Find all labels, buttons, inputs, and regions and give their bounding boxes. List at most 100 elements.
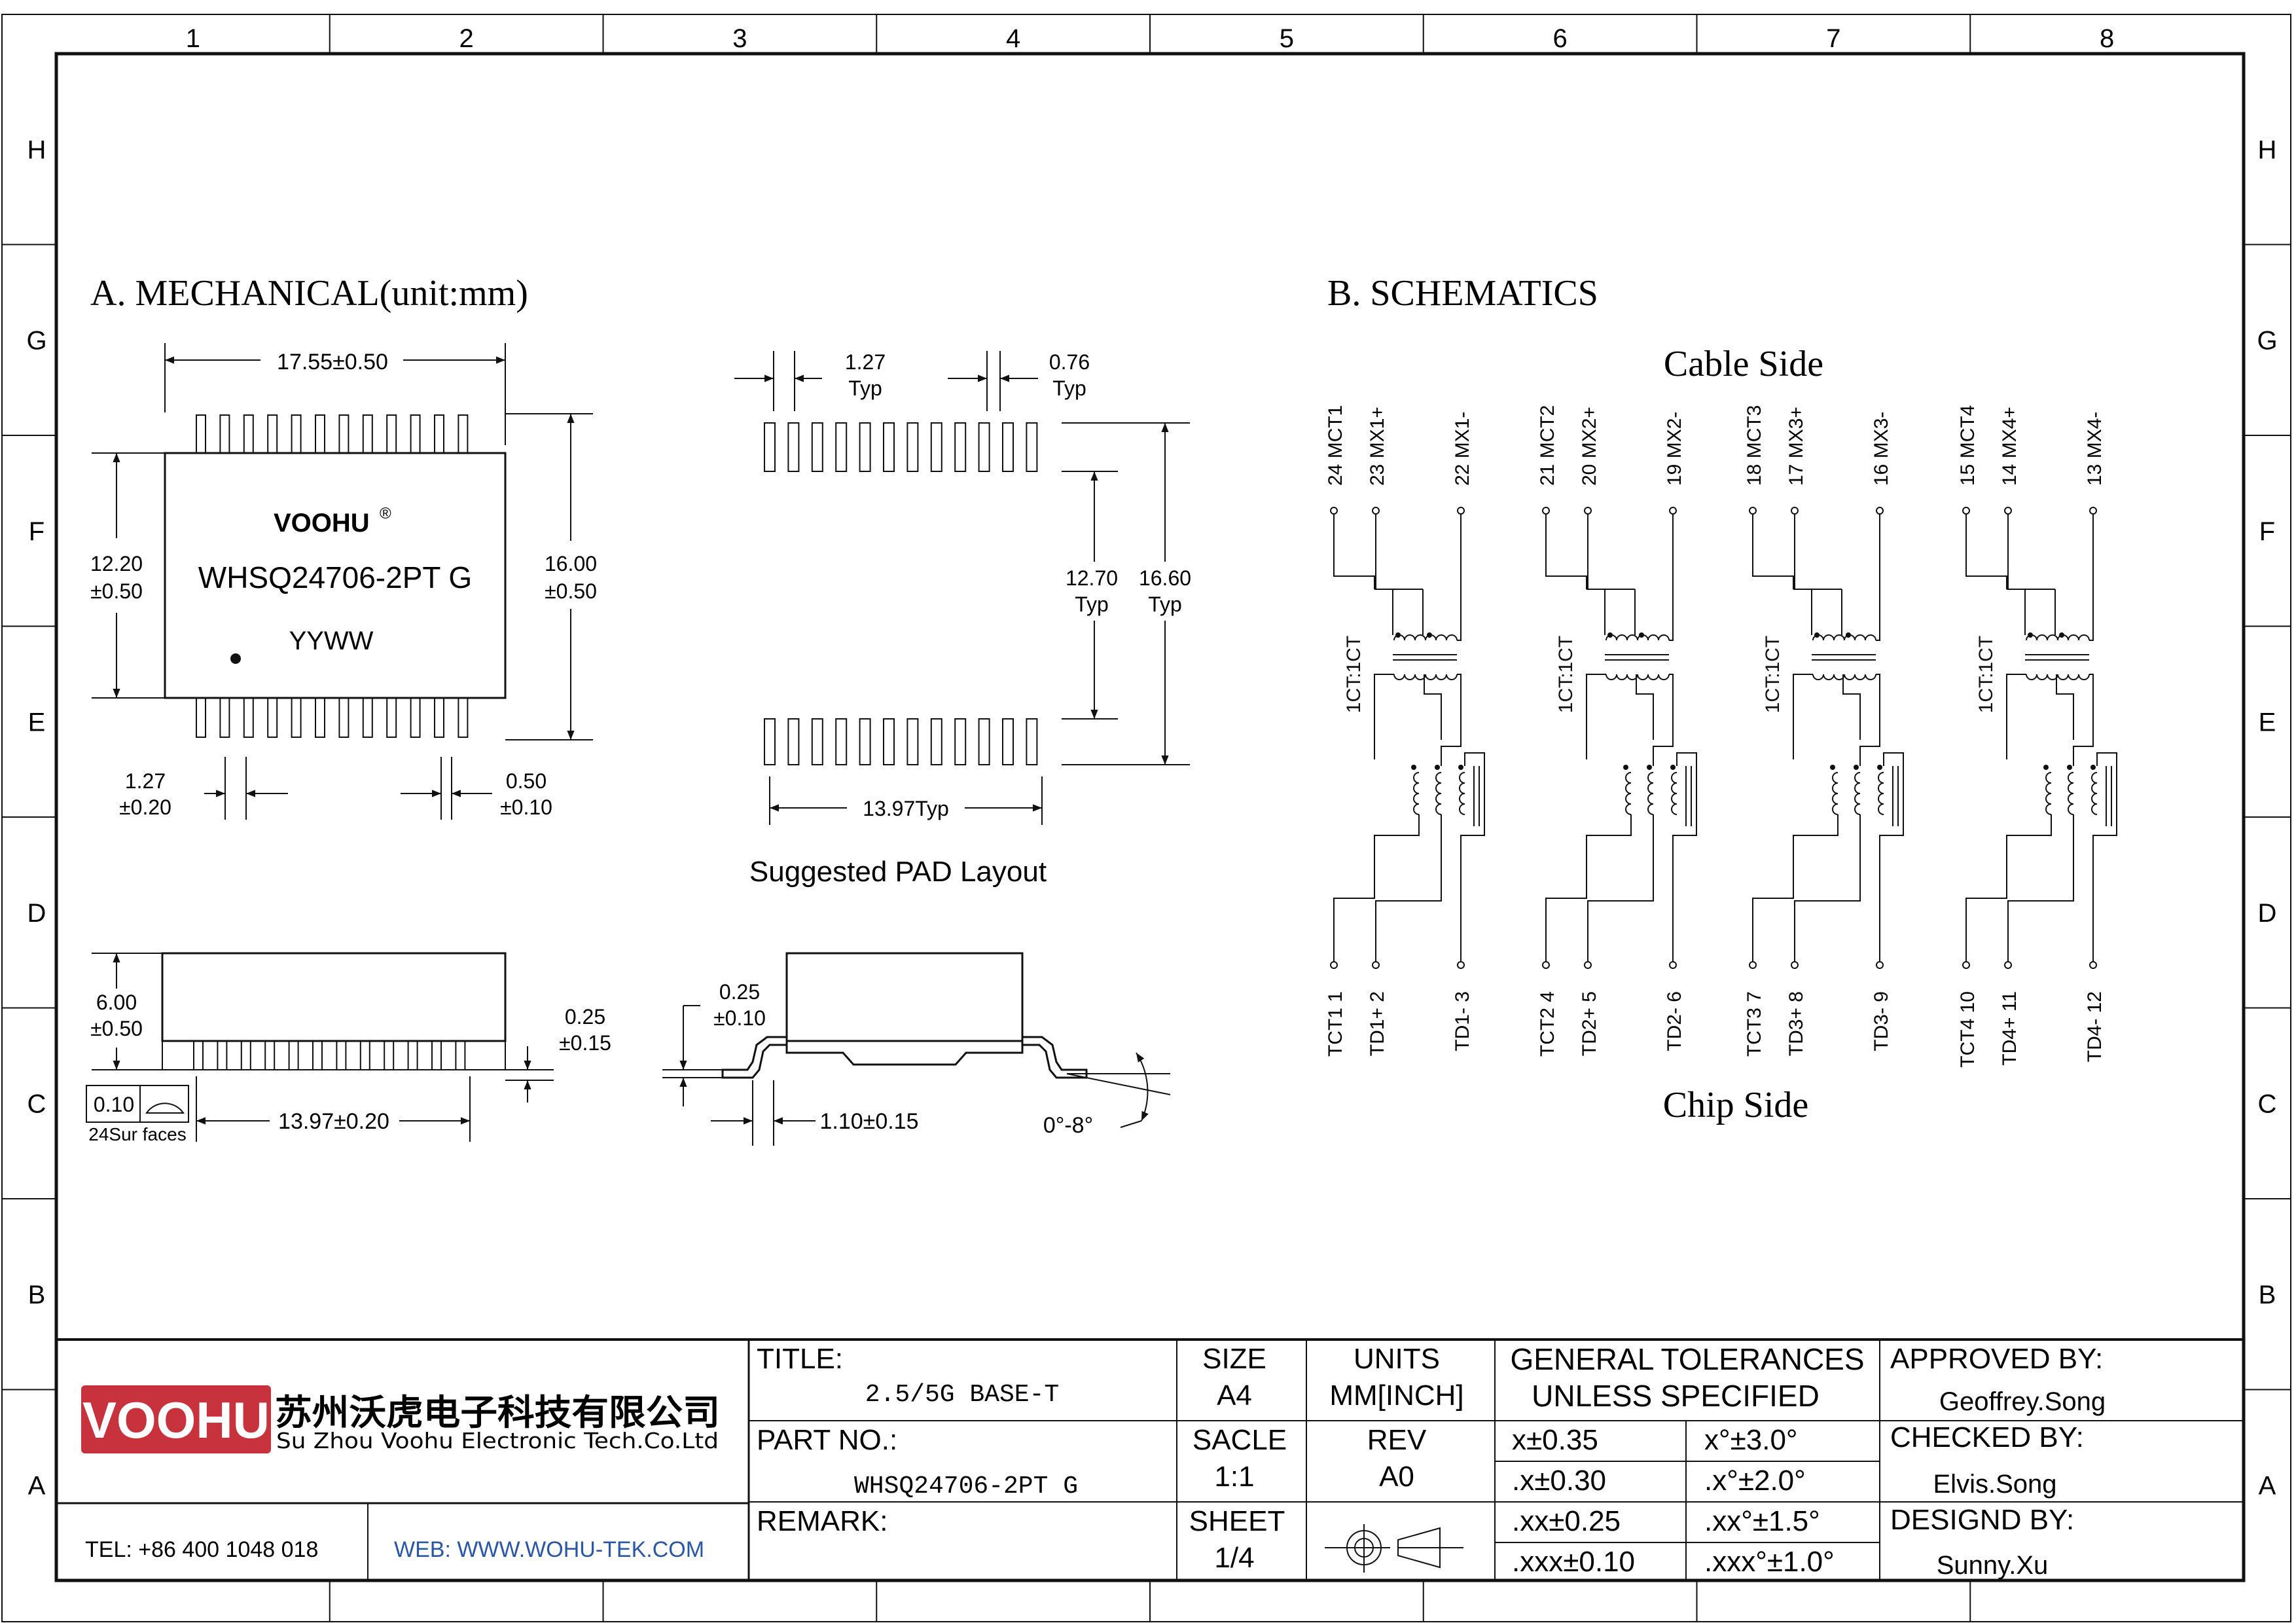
zone-row-label: A [2259,1471,2276,1500]
zone-row-label: D [27,899,46,928]
cable-side-label: Cable Side [1664,344,1823,384]
pad-pitch-value: 1.27 [845,350,886,374]
package-lead [338,414,350,454]
size-label: SIZE [1202,1343,1266,1375]
tolerance-linear: .xxx±0.10 [1512,1546,1635,1578]
zone-col-label: 4 [1006,24,1020,53]
dim-lead-angle [1066,1052,1171,1128]
package-lead [196,414,206,454]
units-value: MM[INCH] [1329,1379,1463,1412]
pad [811,718,823,765]
package-lead [457,414,469,454]
chip-pin-label: TCT2 4 [1537,991,1558,1057]
dim-lead-width-tol: ±0.10 [500,795,552,819]
package-lead [431,1040,442,1070]
package-lead [434,414,444,454]
units-label: UNITS [1354,1343,1440,1375]
dim-width [164,343,506,445]
projection-symbol-icon [1325,1524,1463,1573]
package-lead [288,1040,299,1070]
dim-package-height [92,953,554,1103]
dim-total-height [505,413,593,740]
coplanarity-surfaces: 24Sur faces [88,1124,186,1144]
package-lead [410,414,421,454]
tolerance-linear: .x±0.30 [1512,1465,1606,1497]
package-lead [240,1040,251,1070]
title-value: 2.5/5G BASE-T [865,1381,1059,1409]
pad [859,718,871,765]
website-link[interactable]: WEB: WWW.WOHU-TEK.COM [394,1537,704,1562]
pad-dimensions [734,351,1190,825]
chip-pin-label: TD3- 9 [1871,991,1892,1051]
tolerance-angular: x°±3.0° [1704,1424,1798,1456]
designed-value: Sunny.Xu [1937,1551,2049,1580]
package-lead [267,414,278,454]
cable-pin-label: 16 MX3- [1871,412,1892,486]
zone-col-label: 3 [732,24,747,53]
pad [1026,422,1038,472]
sheet-value: 1/4 [1214,1542,1254,1574]
chip-pin-label: TD1+ 2 [1367,991,1388,1056]
package-lead [386,697,397,738]
cable-pin-label: 17 MX3+ [1785,407,1807,486]
cable-pin-label: 22 MX1- [1452,412,1473,486]
package-lead [193,1040,204,1070]
zone-col-label: 2 [459,24,474,53]
zone-row-label: F [2259,517,2275,546]
dim-body-height-tol: ±0.50 [90,579,143,603]
turns-ratio-label: 1CT:1CT [1762,636,1784,713]
package-lead [410,697,421,738]
package-lead [291,697,302,738]
package-lead [315,414,325,454]
zone-col-label: 5 [1280,24,1294,53]
chip-pin-label: TD3+ 8 [1785,991,1807,1056]
checked-value: Elvis.Song [1933,1470,2057,1499]
package-part-mark: WHSQ24706-2PT G [198,560,472,594]
dim-pitch-tol: ±0.20 [119,795,171,819]
package-lead [312,1040,323,1070]
zone-row-label: B [28,1281,46,1309]
company-logo: VOOHU [81,1385,271,1453]
dim-standoff-value: 0.25 [565,1005,605,1029]
chip-pin-label: TD2+ 5 [1579,991,1600,1056]
chip-pin-label: TD4- 12 [2084,991,2106,1062]
cable-pin-label: 18 MCT3 [1744,405,1765,486]
package-date-code: YYWW [289,627,374,655]
package-lead [338,697,350,738]
tel-number: TEL: +86 400 1048 018 [85,1537,318,1562]
turns-ratio-label: 1CT:1CT [1343,636,1365,713]
part-no-label: PART NO.: [757,1424,897,1456]
package-lead [362,414,373,454]
package-lead [243,697,254,738]
chip-pin-label: TCT3 7 [1744,991,1765,1057]
pad [883,718,895,765]
turns-ratio-label: 1CT:1CT [1555,636,1577,713]
package-brand: VOOHU [274,509,370,538]
package-lead [315,697,325,738]
package-lead [434,697,444,738]
rev-value: A0 [1379,1461,1414,1493]
dim-lead-thickness [662,1005,723,1106]
remark-label: REMARK: [757,1505,888,1537]
pad-outer-typ: Typ [1148,593,1182,616]
zone-row-label: C [2258,1089,2277,1118]
zone-row-label: F [29,517,45,546]
dim-lead-width-value: 0.50 [506,769,547,793]
package-lead [455,1040,466,1070]
zone-row-label: G [2257,326,2277,355]
chip-pin-label: TCT4 10 [1957,991,1979,1068]
pad [954,422,967,472]
pad [764,422,776,472]
chip-pin-label: TCT1 1 [1325,991,1346,1057]
tolerances-title-2: UNLESS SPECIFIED [1532,1379,1820,1413]
pad [1002,422,1014,472]
dim-standoff-tol: ±0.15 [559,1031,611,1055]
checked-label: CHECKED BY: [1890,1421,2084,1453]
pad-width-typ: Typ [1052,376,1086,400]
zone-row-label: C [27,1089,46,1118]
dim-lead-thickness-value: 0.25 [719,980,760,1004]
pad [835,422,848,472]
package-lead [219,414,230,454]
approved-label: APPROVED BY: [1890,1343,2103,1375]
